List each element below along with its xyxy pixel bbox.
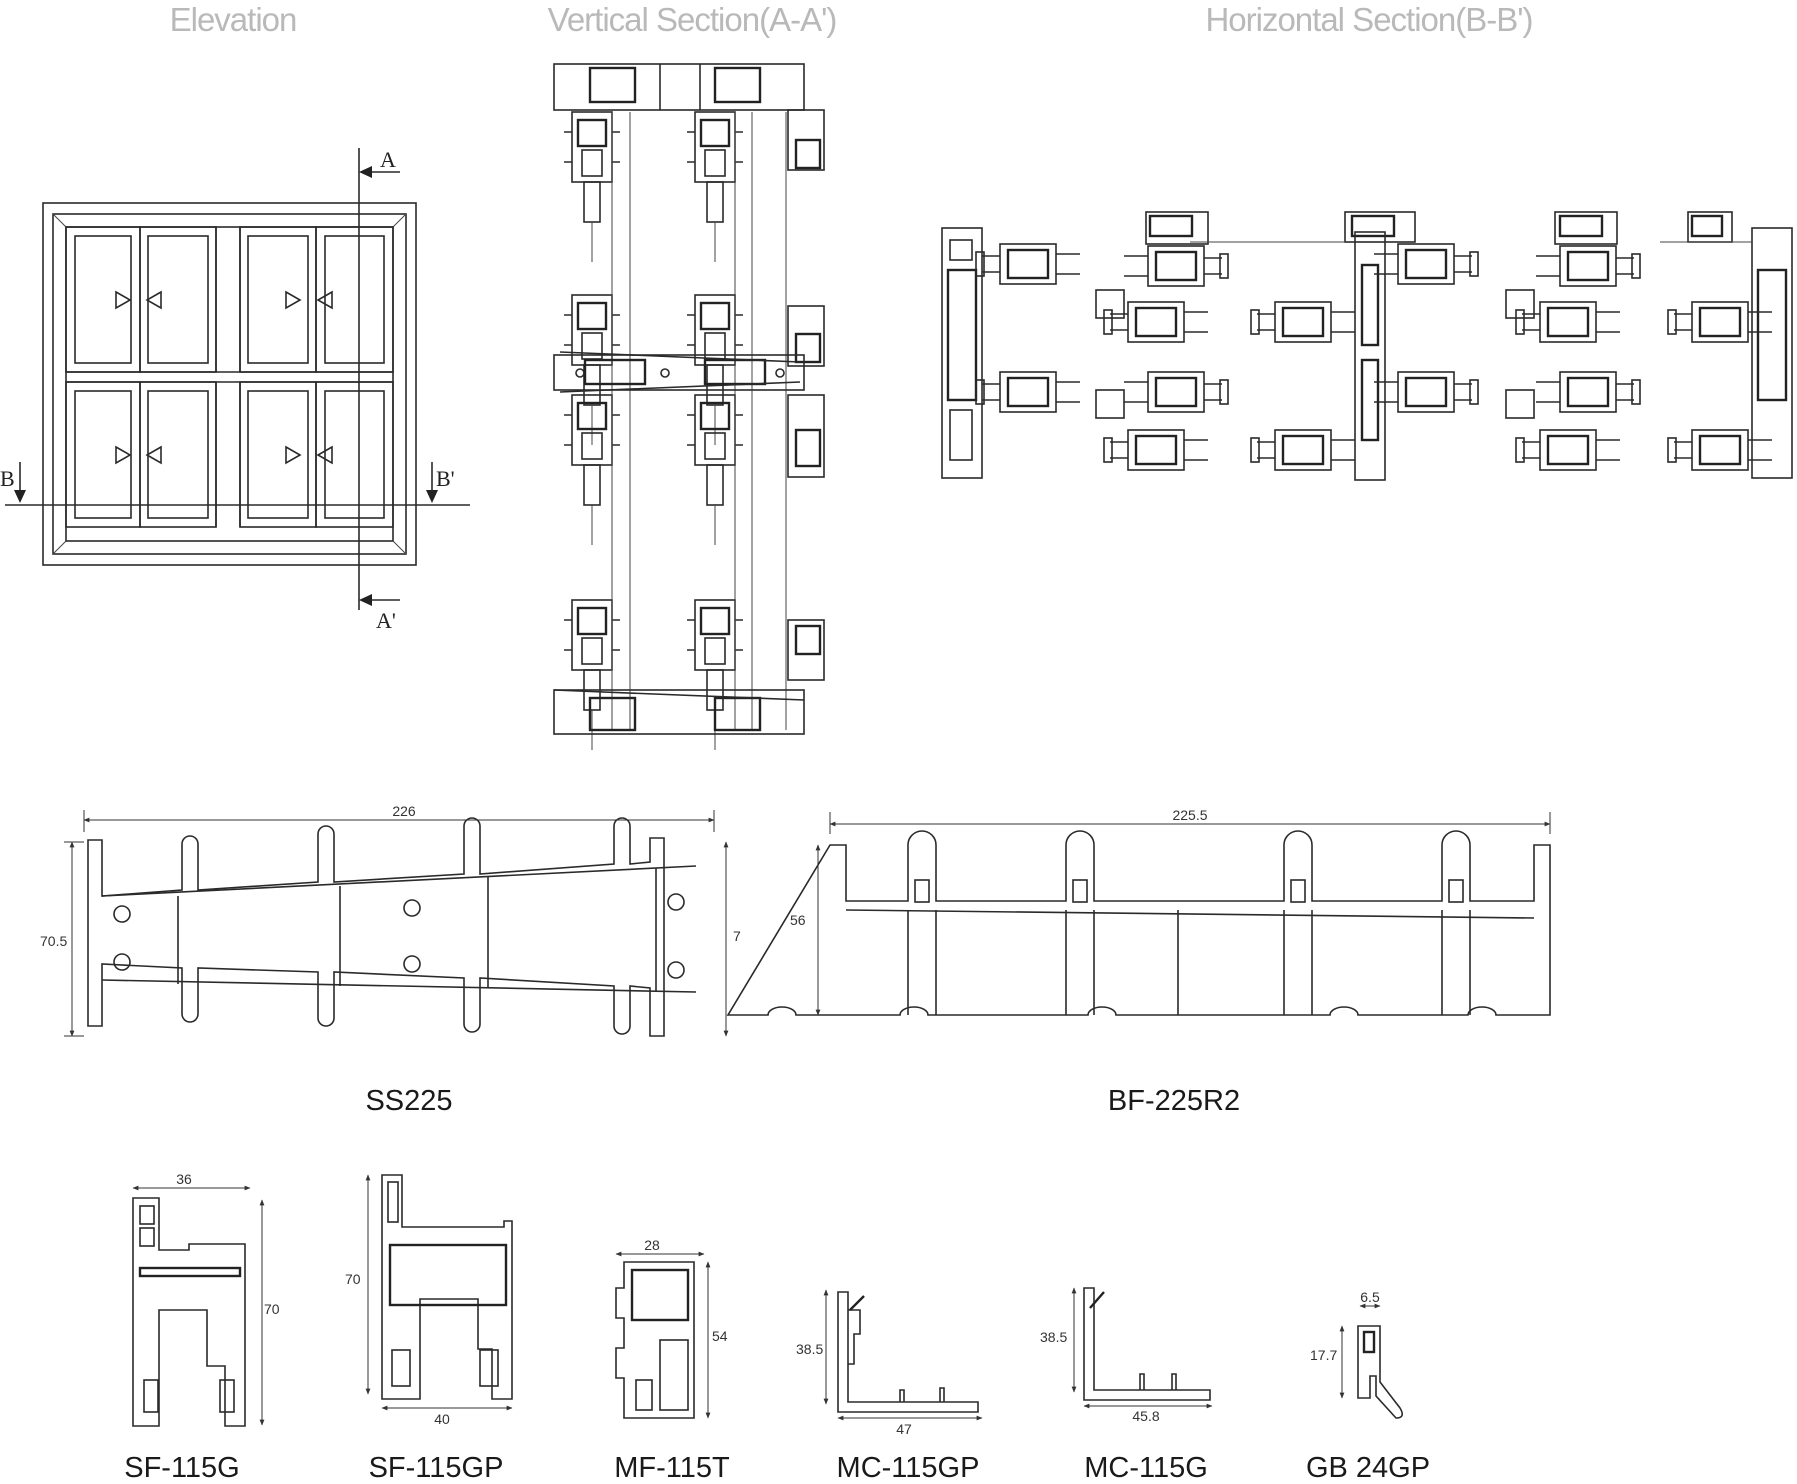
profile-bf225r2-drawing (726, 812, 1551, 1016)
mc115g-dim-width: 45.8 (1132, 1408, 1159, 1424)
sf115gp-dim-height: 70 (345, 1271, 361, 1287)
sf115gp-dim-width: 40 (434, 1411, 450, 1427)
section-mark-b-prime: B' (436, 466, 455, 491)
bf225r2-width-dim: 225.5 (1172, 807, 1207, 823)
bf225r2-height-dim: 56 (790, 912, 806, 928)
section-mark-b: B (0, 466, 15, 491)
profile-label-sf115gp: SF-115GP (369, 1452, 504, 1484)
mc115gp-dim-width: 47 (896, 1421, 912, 1437)
gb24gp-dim-width: 6.5 (1360, 1289, 1380, 1305)
profile-sf115g-drawing (132, 1185, 265, 1427)
profile-gb24gp-drawing (1339, 1303, 1404, 1419)
ss225-width-dim: 226 (392, 803, 416, 819)
mc115g-dim-height: 38.5 (1040, 1329, 1067, 1345)
elevation-title: Elevation (170, 1, 297, 38)
ss225-height-dim-right: 7 (733, 928, 741, 944)
profile-mc115g-drawing (1071, 1287, 1213, 1409)
profile-label-gb24gp: GB 24GP (1306, 1452, 1430, 1484)
vertical-section-drawing (553, 63, 825, 752)
elevation-drawing (5, 148, 470, 610)
profile-ss225-drawing (64, 810, 729, 1037)
sf115g-dim-width: 36 (176, 1171, 192, 1187)
profile-sf115gp-drawing (365, 1174, 513, 1411)
profile-label-mf115t: MF-115T (614, 1452, 730, 1484)
section-mark-a: A (380, 147, 396, 172)
profile-label-mc115g: MC-115G (1084, 1452, 1208, 1484)
profile-label-sf115g: SF-115G (124, 1452, 240, 1484)
horizontal-section-drawing (941, 211, 1793, 481)
ss225-height-dim: 70.5 (40, 933, 67, 949)
profile-mc115gp-drawing (823, 1289, 983, 1421)
profile-label-mc115gp: MC-115GP (837, 1452, 980, 1484)
profile-label-ss225: SS225 (365, 1085, 452, 1117)
mf115t-dim-width: 28 (644, 1237, 660, 1253)
profile-mf115t-drawing (615, 1251, 711, 1419)
mf115t-dim-height: 54 (712, 1328, 728, 1344)
mc115gp-dim-height: 38.5 (796, 1341, 823, 1357)
sf115g-dim-height: 70 (264, 1301, 280, 1317)
horizontal-section-title: Horizontal Section(B-B') (1205, 1, 1532, 38)
vertical-section-title: Vertical Section(A-A') (548, 1, 837, 38)
gb24gp-dim-height: 17.7 (1310, 1347, 1337, 1363)
section-mark-a-prime: A' (376, 608, 396, 633)
profile-label-bf225r2: BF-225R2 (1108, 1085, 1240, 1117)
